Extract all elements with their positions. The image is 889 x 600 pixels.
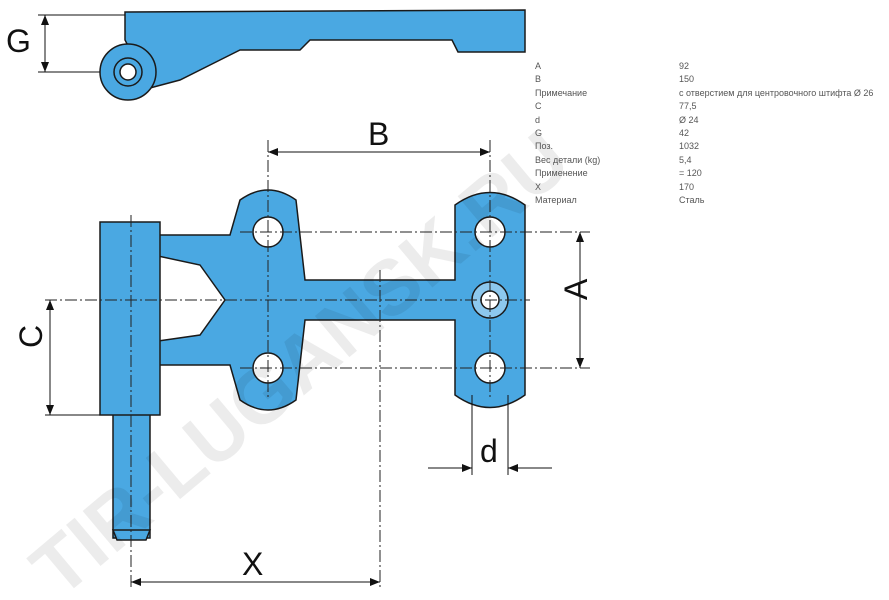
dim-label-a: A	[558, 278, 594, 300]
dim-label-g: G	[6, 23, 31, 59]
spec-row: Применение = 120	[535, 167, 873, 180]
spec-key: Вес детали (kg)	[535, 154, 601, 165]
spec-key: Применение	[535, 168, 588, 179]
spec-value: = 120	[679, 168, 702, 179]
spec-value: 1032	[679, 141, 700, 152]
spec-value: 77,5	[679, 101, 697, 112]
spec-value: Сталь	[679, 195, 705, 206]
spec-key: d	[535, 114, 541, 125]
spec-value: 170	[679, 181, 695, 192]
dim-label-b: B	[368, 116, 389, 152]
spec-row: Материал Сталь	[535, 194, 873, 207]
spec-value: 5,4	[679, 154, 692, 165]
spec-value: 42	[679, 128, 690, 139]
spec-key: Поз.	[535, 141, 553, 152]
spec-key: X	[535, 181, 542, 192]
spec-row: X 170	[535, 181, 873, 194]
spec-key: Материал	[535, 195, 577, 206]
spec-row: C 77,5	[535, 100, 873, 113]
dim-label-c: C	[13, 325, 49, 348]
spec-value: Ø 24	[679, 114, 699, 125]
spec-row: G 42	[535, 127, 873, 140]
spec-row: B 150	[535, 73, 873, 86]
top-view	[99, 9, 526, 101]
spec-key: B	[535, 74, 542, 85]
dim-label-x: X	[242, 546, 263, 582]
spec-key: A	[535, 61, 542, 71]
spec-value: 92	[679, 61, 690, 71]
spec-row: Вес детали (kg) 5,4	[535, 154, 873, 167]
spec-key: G	[535, 128, 543, 139]
spec-key: Примечание	[535, 87, 588, 98]
spec-value: с отверстием для центровочного штифта Ø …	[679, 87, 874, 98]
spec-row: d Ø 24	[535, 114, 873, 127]
spec-key: C	[535, 101, 542, 112]
spec-row: A 92	[535, 60, 873, 73]
dim-label-d: d	[480, 433, 498, 469]
spec-row: Примечание с отверстием для центровочного…	[535, 87, 873, 100]
spec-row: Поз. 1032	[535, 140, 873, 153]
spec-value: 150	[679, 74, 695, 85]
